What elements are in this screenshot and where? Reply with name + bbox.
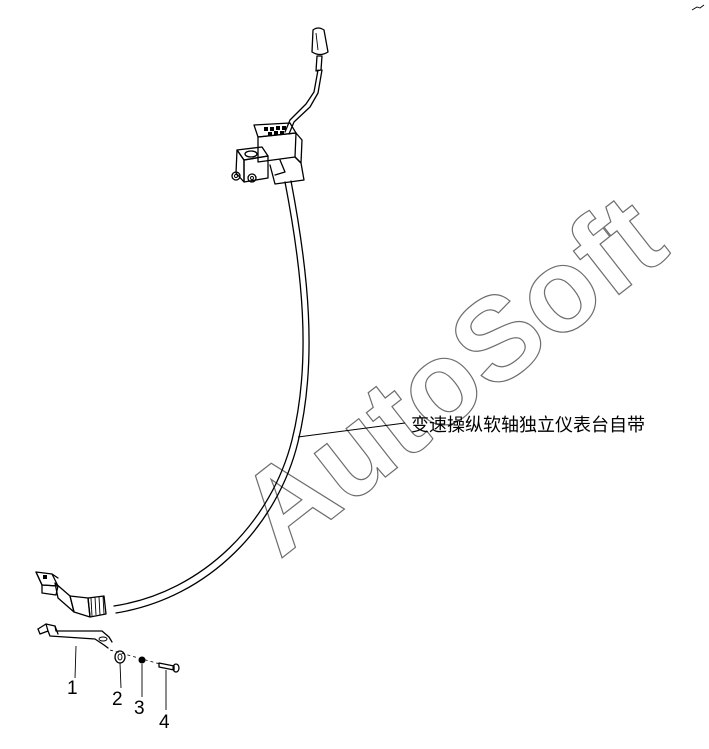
cable-end-fitting: [35, 571, 107, 618]
part-bolt: [158, 662, 180, 673]
housing-vent-dots: [264, 126, 286, 136]
part-bracket: [37, 623, 113, 649]
callout-label: 变速操纵软轴独立仪表台自带: [411, 415, 645, 436]
exploded-center-line: [109, 649, 161, 665]
part-number-3: 3: [134, 698, 145, 719]
part-number-4: 4: [159, 712, 170, 733]
shift-cable: [113, 180, 310, 614]
shifter-housing: [231, 122, 305, 185]
part-washer: [114, 650, 126, 664]
shift-lever: [284, 27, 329, 135]
part-number-2: 2: [112, 689, 123, 710]
part-lock-washer: [138, 656, 146, 664]
part-number-1: 1: [67, 678, 78, 699]
corner-mark: [691, 4, 705, 11]
leader-lines: [74, 422, 406, 710]
watermark: AutoSoft: [214, 169, 688, 580]
